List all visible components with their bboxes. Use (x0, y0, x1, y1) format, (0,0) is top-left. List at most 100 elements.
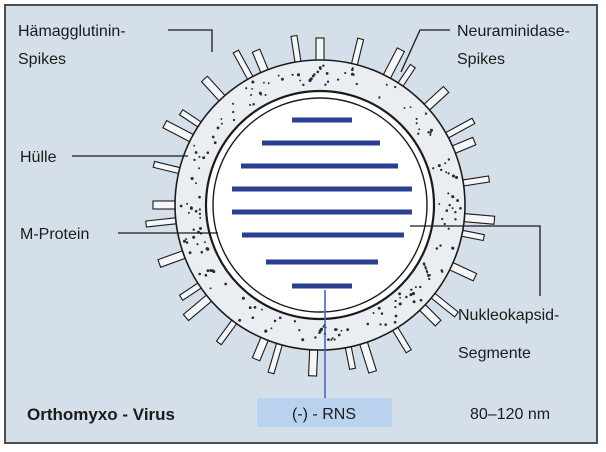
envelope-dot (439, 244, 441, 246)
envelope-dot (214, 141, 217, 144)
envelope-dot (324, 84, 326, 86)
envelope-dot (447, 192, 449, 194)
envelope-dot (279, 316, 282, 319)
envelope-dot (445, 171, 447, 173)
envelope-dot (317, 71, 320, 74)
envelope-dot (199, 213, 201, 215)
envelope-dot (394, 86, 396, 88)
envelope-dot (186, 241, 189, 244)
envelope-dot (336, 328, 338, 330)
envelope-dot (313, 73, 316, 76)
envelope-dot (301, 338, 304, 341)
envelope-dot (425, 113, 427, 115)
envelope-dot (454, 218, 456, 220)
envelope-dot (452, 207, 454, 209)
envelope-dot (410, 289, 412, 291)
envelope-dot (452, 174, 455, 177)
envelope-dot (319, 329, 322, 332)
envelope-dot (224, 283, 227, 286)
envelope-dot (448, 228, 450, 230)
envelope-dot (202, 156, 205, 159)
envelope-dot (249, 306, 252, 309)
envelope-dot (212, 136, 215, 139)
envelope-dot (206, 151, 209, 154)
envelope-dot (299, 80, 301, 82)
envelope-label: Hülle (20, 149, 57, 166)
envelope-dot (322, 64, 324, 66)
envelope-dot (274, 320, 277, 323)
envelope-dot (420, 299, 423, 302)
neuraminidase-label-line1: Neuraminidase- (457, 23, 570, 40)
envelope-dot (249, 104, 251, 106)
envelope-dot (394, 321, 397, 324)
envelope-dot (423, 264, 425, 266)
envelope-dot (209, 269, 212, 272)
envelope-dot (259, 92, 262, 95)
envelope-dot (438, 164, 441, 167)
inner-core (213, 98, 427, 312)
envelope-dot (344, 72, 346, 74)
envelope-dot (314, 336, 316, 338)
envelope-dot (199, 227, 202, 230)
envelope-dot (419, 286, 421, 288)
envelope-dot (415, 286, 417, 288)
envelope-dot (425, 268, 427, 270)
envelope-dot (394, 300, 396, 302)
envelope-dot (432, 167, 434, 169)
envelope-dot (430, 129, 433, 132)
envelope-dot (331, 337, 333, 339)
envelope-dot (456, 199, 459, 202)
haemagglutinin-label-line1: Hämagglutinin- (18, 23, 126, 40)
envelope-dot (427, 131, 429, 133)
haemagglutinin-label-line2: Spikes (18, 51, 66, 68)
envelope-dot (379, 323, 381, 325)
envelope-dot (399, 302, 402, 305)
envelope-dot (337, 78, 339, 80)
envelope-dot (252, 316, 255, 319)
envelope-dot (263, 82, 265, 84)
envelope-dot (199, 217, 201, 219)
envelope-dot (428, 275, 430, 277)
envelope-dot (459, 207, 462, 210)
envelope-dot (195, 151, 198, 154)
envelope-dot (250, 94, 252, 96)
envelope-dot (185, 238, 187, 240)
envelope-dot (327, 81, 329, 83)
envelope-dot (351, 73, 354, 76)
envelope-dot (441, 218, 443, 220)
envelope-dot (242, 297, 245, 300)
envelope-dot (413, 300, 416, 303)
neuraminidase-label-line2: Spikes (457, 51, 505, 68)
envelope-dot (302, 84, 304, 86)
envelope-dot (333, 338, 335, 340)
envelope-dot (310, 77, 313, 80)
envelope-dot (180, 205, 183, 208)
envelope-dot (372, 312, 374, 314)
envelope-dot (204, 241, 206, 243)
envelope-dot (232, 111, 234, 113)
envelope-dot (198, 196, 201, 199)
envelope-dot (381, 312, 383, 314)
m-protein-label: M-Protein (20, 226, 89, 243)
envelope-dot (220, 118, 222, 120)
envelope-dot (399, 297, 401, 299)
envelope-dot (245, 87, 247, 89)
envelope-dot (292, 74, 294, 76)
envelope-dot (417, 133, 419, 135)
envelope-dot (444, 162, 446, 164)
nucleocapsid-label-line2: Segmente (458, 345, 531, 362)
envelope-dot (251, 80, 254, 83)
envelope-dot (195, 210, 198, 213)
envelope-dot (270, 327, 272, 329)
haemagglutinin-leader (168, 30, 212, 52)
envelope-dot (281, 78, 284, 81)
envelope-dot (428, 278, 430, 280)
envelope-dot (188, 212, 190, 214)
envelope-dot (346, 328, 349, 331)
envelope-dot (217, 126, 220, 129)
envelope-dot (206, 248, 209, 251)
envelope-dot (416, 122, 418, 124)
envelope-dot (193, 229, 195, 231)
envelope-dot (326, 72, 329, 75)
envelope-dot (252, 103, 255, 106)
